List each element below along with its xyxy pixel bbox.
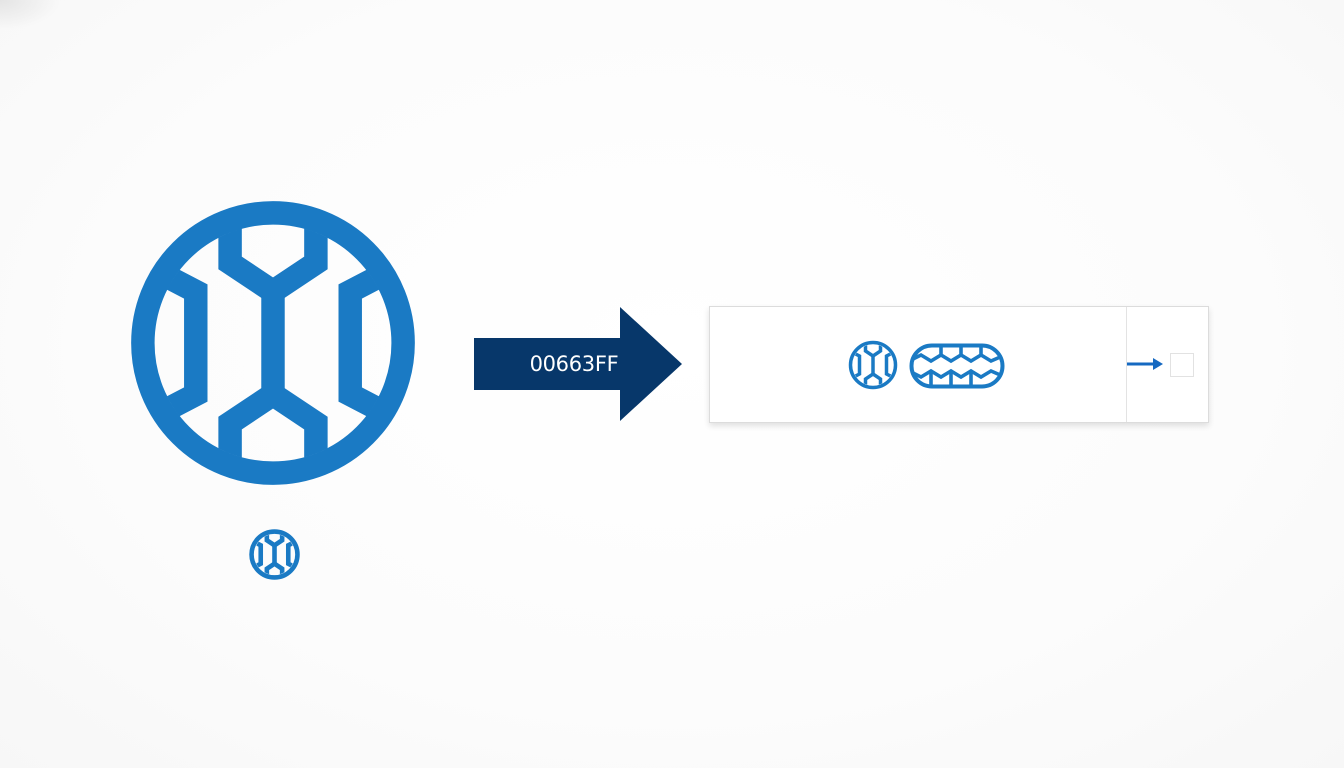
conversion-arrow: 00663FF [474, 307, 682, 421]
preview-divider [1126, 307, 1127, 422]
arrow-right-icon [1127, 356, 1165, 372]
corner-shade [0, 0, 60, 30]
preview-side [1127, 307, 1208, 422]
hexagon-grid-circle-icon [848, 340, 898, 390]
small-logo-icon [249, 529, 300, 580]
preview-panel [709, 306, 1209, 423]
large-logo-icon [130, 200, 416, 486]
arrow-label: 00663FF [529, 352, 619, 376]
arrow-right-icon [474, 307, 682, 421]
zigzag-pill-icon [909, 343, 1005, 389]
preview-main [710, 307, 1126, 422]
checkbox[interactable] [1170, 353, 1194, 377]
